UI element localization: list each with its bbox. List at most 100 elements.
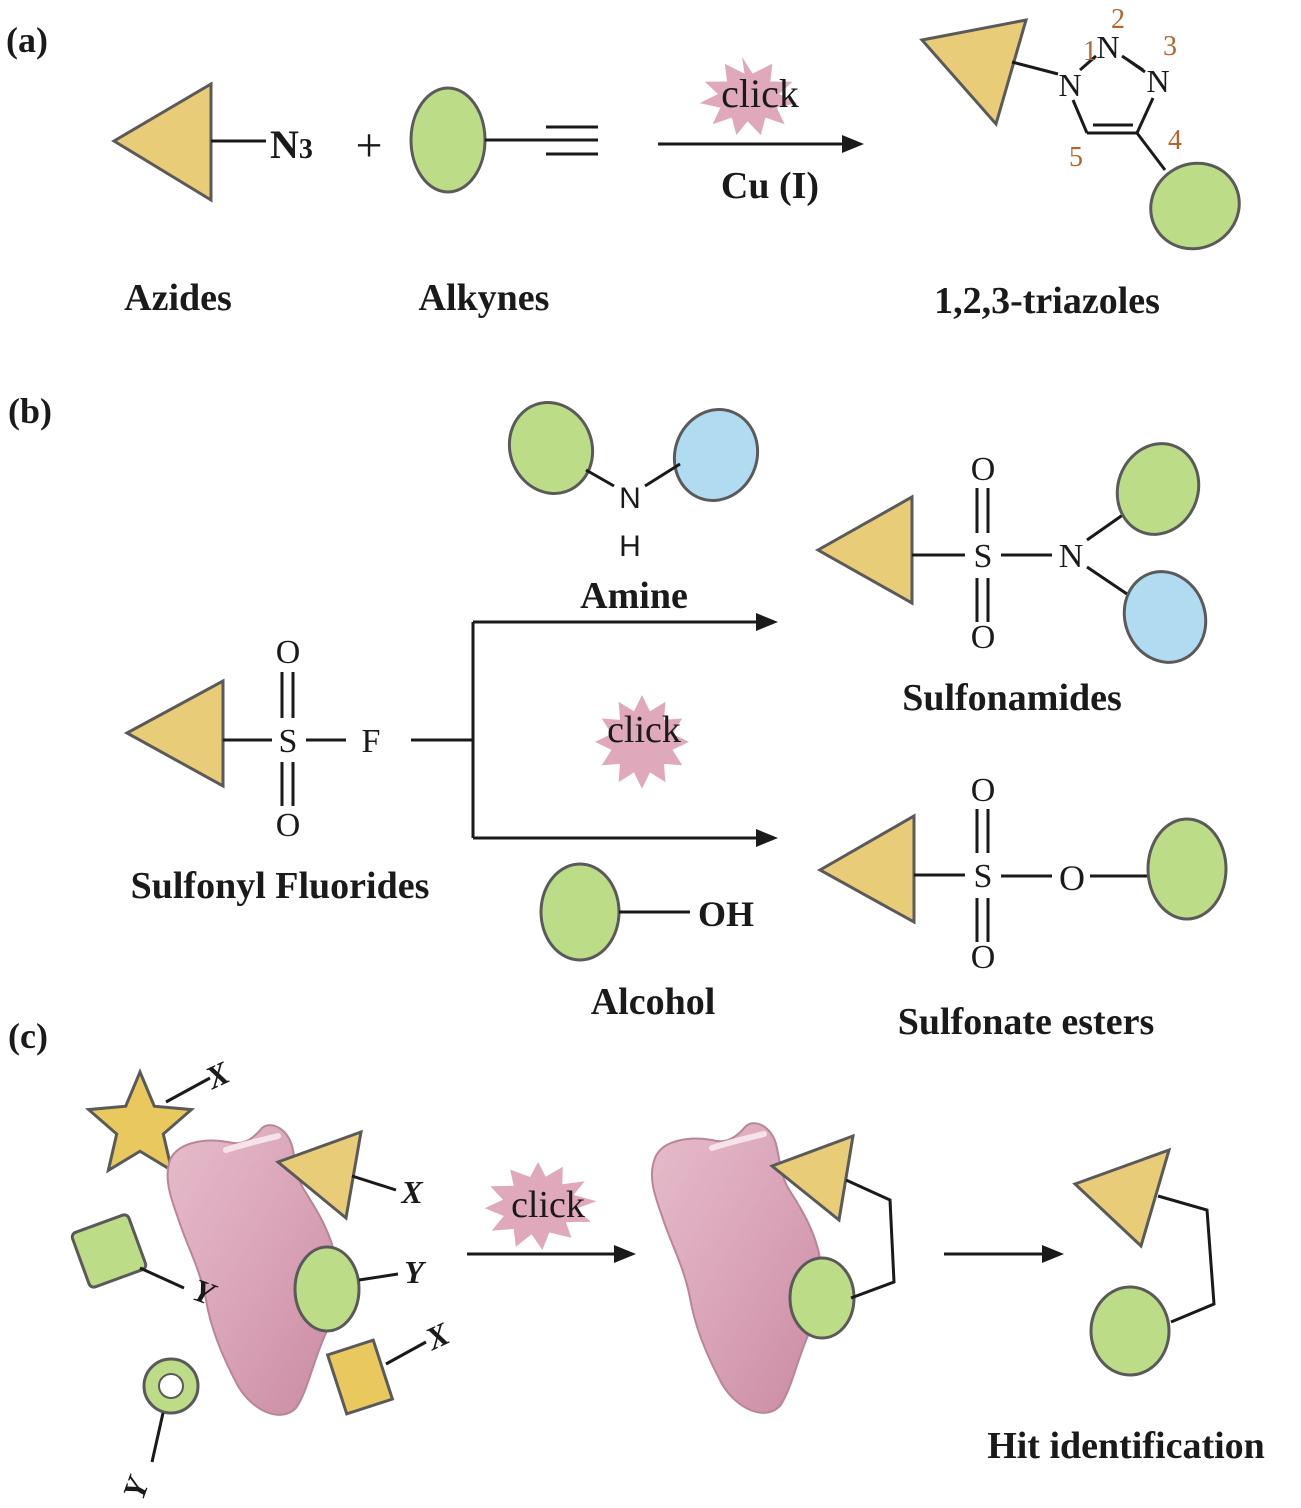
complex-triangle [769, 1133, 855, 1223]
protein-complex-highlight [709, 1131, 767, 1151]
panel-c: (c) X X Y Y Y X click [8, 1016, 1265, 1504]
sulfonate-o-top: O [971, 772, 996, 809]
sulfonate-esters-label: Sulfonate esters [898, 1001, 1154, 1043]
triazole-n1: N [1058, 67, 1081, 103]
ellipse-linker [358, 1272, 399, 1282]
position-2: 2 [1111, 4, 1125, 35]
azide-group-label: N3 [270, 122, 313, 167]
sulfonate-ellipse [1146, 817, 1228, 921]
sf-double-bond-bottom [280, 762, 295, 806]
hit-ellipse [1089, 1285, 1171, 1377]
rectangle-fragment [325, 1338, 395, 1416]
sulfonamide-bond-green [1086, 510, 1128, 542]
sulfonamides-label: Sulfonamides [902, 677, 1122, 719]
plus-sign: + [355, 119, 382, 172]
sulfonamide-n: N [1059, 538, 1084, 575]
complex-linker [845, 1178, 896, 1300]
square-fragment [70, 1213, 148, 1289]
triangle-x-label: X [400, 1174, 423, 1210]
sulfonate-triangle [816, 813, 916, 925]
sulfonyl-fluorides-label: Sulfonyl Fluorides [131, 865, 430, 907]
panel-a: (a) N3 + click Cu (I) N N N [6, 4, 1241, 322]
azides-label: Azides [124, 277, 232, 319]
sf-o-bottom: O [276, 807, 301, 844]
hit-linker [1157, 1194, 1216, 1324]
protein-highlight [223, 1133, 281, 1153]
panel-c-label: (c) [8, 1016, 48, 1056]
amine-bond-right [644, 462, 681, 488]
square-linker [139, 1266, 185, 1290]
sf-double-bond-top [280, 672, 295, 718]
click-label-b: click [607, 709, 681, 751]
triazole-triangle [919, 18, 1029, 128]
sulfonamide-o-top: O [971, 451, 996, 488]
triazole-ring-bonds [1071, 54, 1167, 171]
amine-label: Amine [580, 575, 688, 617]
alkynes-label: Alkynes [419, 277, 550, 319]
sulfonate-s: S [974, 858, 993, 895]
position-3: 3 [1163, 31, 1177, 62]
azide-triangle [111, 81, 213, 203]
star-x-label: X [199, 1054, 235, 1096]
rectangle-linker [385, 1340, 427, 1366]
hit-identification-label: Hit identification [987, 1425, 1265, 1467]
sulfonamide-bond-blue [1086, 565, 1128, 596]
sf-s: S [279, 723, 298, 760]
hit-triangle [1072, 1147, 1172, 1249]
triazole-ellipse [1149, 161, 1241, 251]
click-label-a: click [721, 71, 799, 116]
click-burst-a [699, 57, 798, 135]
sulfonate-double-bond-top [975, 809, 990, 853]
sf-f: F [362, 723, 381, 760]
panel-b-label: (b) [8, 391, 52, 431]
alcohol-ellipse [539, 862, 621, 962]
click-burst-c [484, 1162, 597, 1250]
panel-a-label: (a) [6, 20, 48, 60]
rectangle-x-label: X [419, 1315, 455, 1357]
ellipse-y-label: Y [404, 1254, 426, 1290]
sulfonamide-o-bottom: O [971, 619, 996, 656]
branch-arrows [411, 613, 778, 847]
click-label-c: click [511, 1184, 585, 1226]
sulfonamide-ellipse-green [1115, 442, 1201, 536]
sf-triangle [123, 678, 225, 789]
triazoles-label: 1,2,3-triazoles [934, 280, 1160, 322]
position-1: 1 [1083, 36, 1097, 67]
sulfonate-o-bottom: O [971, 939, 996, 976]
sulfonamide-double-bond-top [975, 488, 990, 533]
ring-y-label: Y [115, 1471, 156, 1504]
sulfonamide-triangle [814, 494, 914, 606]
star-fragment [84, 1068, 196, 1174]
position-5: 5 [1069, 142, 1083, 173]
arrowhead-hit [1042, 1245, 1064, 1263]
arrowhead-c [614, 1245, 636, 1263]
triple-bond [546, 125, 598, 156]
triazole-n3: N [1146, 63, 1169, 99]
triazole-triangle-bond [1011, 60, 1059, 76]
click-burst-b [595, 695, 689, 789]
amine-n: N [619, 482, 641, 515]
ellipse-fragment [293, 1245, 361, 1333]
ring-linker [150, 1412, 165, 1463]
star-linker [165, 1076, 211, 1104]
ring-fragment-hole [158, 1373, 184, 1399]
sulfonamide-double-bond-bottom [975, 578, 990, 622]
position-4: 4 [1168, 125, 1182, 156]
complex-ellipse [788, 1256, 856, 1340]
alcohol-oh: OH [698, 894, 754, 934]
panel-b: (b) N H Amine O S O F Sulfonyl Fluorides [8, 391, 1228, 1043]
sulfonamide-s: S [974, 538, 993, 575]
triazole-n2: N [1096, 29, 1119, 65]
amine-ellipse-green [507, 401, 595, 495]
amine-ellipse-blue [672, 408, 760, 502]
alkyne-ellipse [409, 86, 487, 194]
amine-h: H [619, 530, 641, 563]
sulfonate-o-link: O [1059, 858, 1085, 898]
catalyst-label: Cu (I) [721, 165, 819, 207]
sf-o-top: O [276, 634, 301, 671]
arrowhead-a [842, 135, 864, 153]
amine-bond-left [585, 468, 615, 488]
sulfonate-double-bond-bottom [975, 898, 990, 942]
alcohol-label: Alcohol [591, 981, 716, 1023]
